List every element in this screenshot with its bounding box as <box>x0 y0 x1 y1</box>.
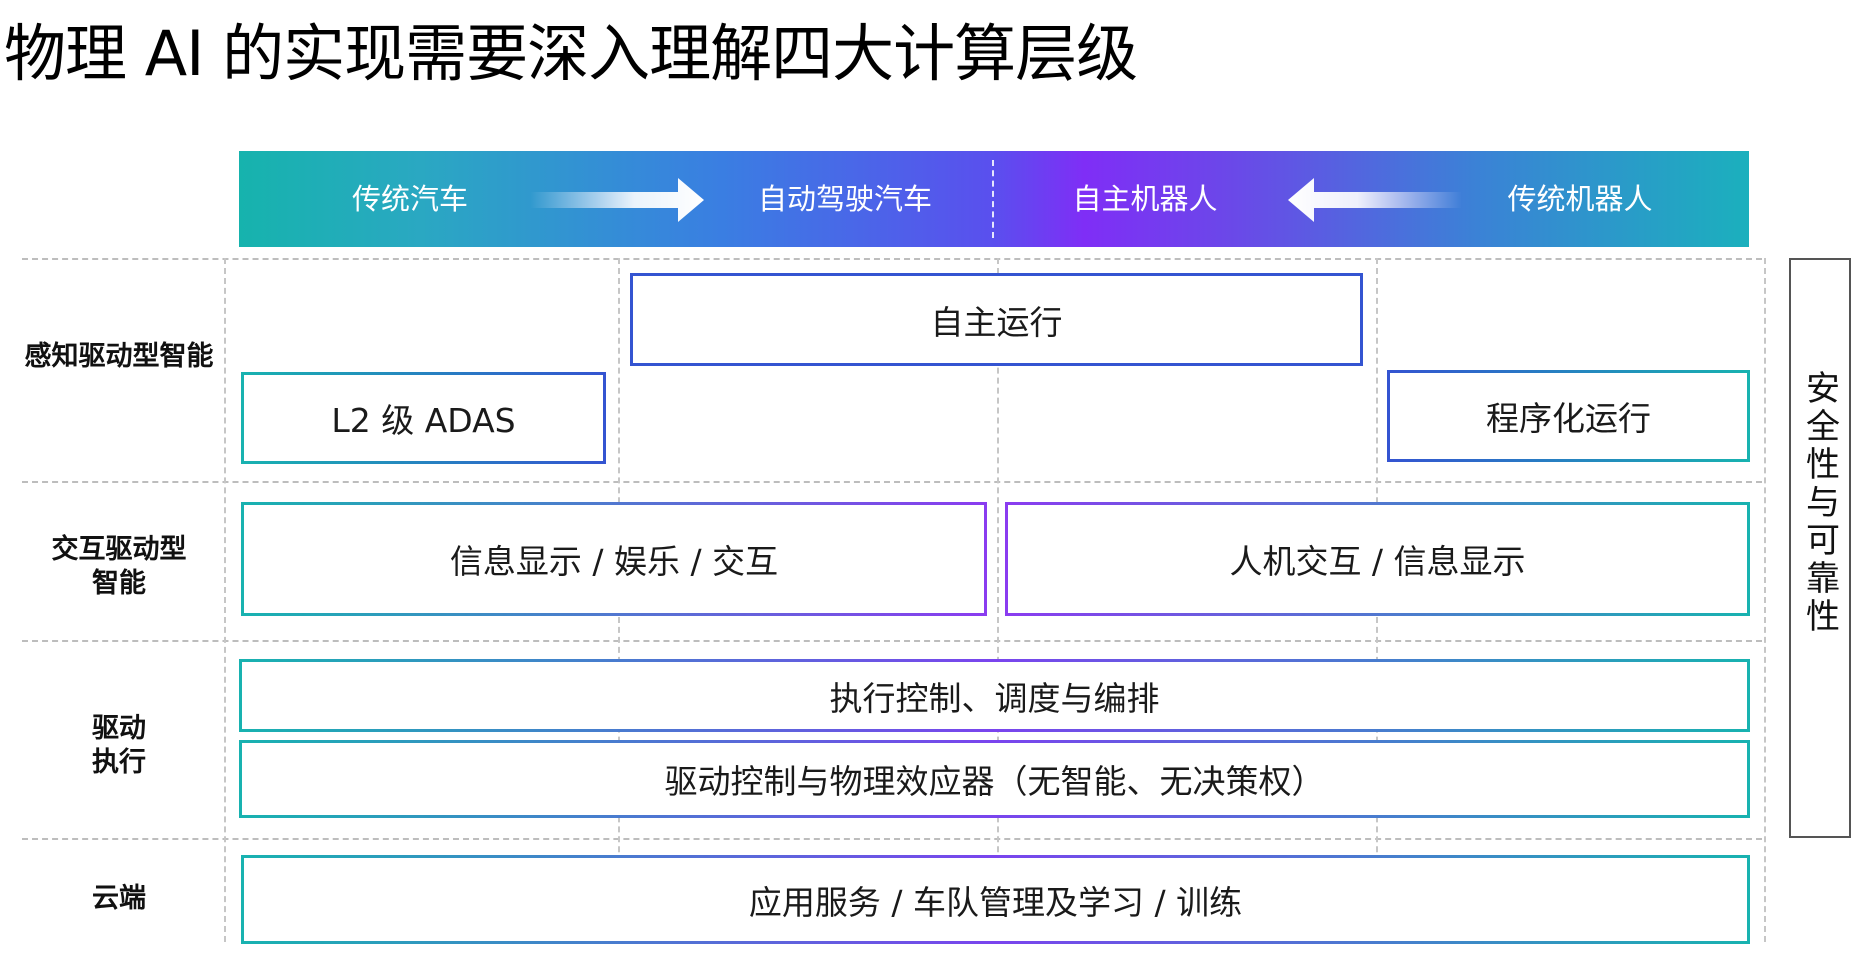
banner-traditional-robot: 传统机器人 <box>1507 182 1653 216</box>
box-programmed-operation-label: 程序化运行 <box>1486 399 1651 438</box>
box-actuator-control: 驱动控制与物理效应器（无智能、无决策权） <box>239 740 1750 818</box>
row-label-cloud: 云端 <box>92 883 146 914</box>
box-autonomous-operation-label: 自主运行 <box>930 302 1063 342</box>
box-cloud-services-label: 应用服务 / 车队管理及学习 / 训练 <box>748 882 1243 922</box>
box-actuator-control-label: 驱动控制与物理效应器（无智能、无决策权） <box>664 762 1325 801</box>
row-label-interaction-line1: 交互驱动型 <box>51 534 187 565</box>
grid-line <box>1764 258 1766 942</box>
box-programmed-operation: 程序化运行 <box>1387 370 1750 462</box>
row-label-actuation-line2: 执行 <box>92 747 146 778</box>
grid-line <box>22 481 1762 483</box>
banner-autonomous-car: 自动驾驶汽车 <box>757 182 932 216</box>
box-l2-adas-label: L2 级 ADAS <box>331 401 516 440</box>
banner-traditional-car: 传统汽车 <box>351 182 468 216</box>
box-hmi-label: 人机交互 / 信息显示 <box>1229 542 1526 581</box>
safety-reliability-box: 安全性与可靠性 <box>1789 258 1851 838</box>
banner-autonomous-robot: 自主机器人 <box>1072 182 1218 216</box>
safety-reliability-label: 安全性与可靠性 <box>1799 370 1840 636</box>
banner-divider <box>992 160 994 238</box>
arrow-left-icon <box>1288 178 1462 222</box>
grid-line <box>997 258 999 942</box>
box-execution-control-label: 执行控制、调度与编排 <box>829 678 1160 718</box>
box-infotainment-label: 信息显示 / 娱乐 / 交互 <box>449 542 779 581</box>
box-infotainment: 信息显示 / 娱乐 / 交互 <box>241 502 987 616</box>
box-hmi: 人机交互 / 信息显示 <box>1005 502 1750 616</box>
progression-banner <box>239 151 1749 247</box>
row-label-interaction: 交互驱动型 智能 <box>14 533 224 601</box>
grid-line <box>22 258 1762 260</box>
box-cloud-services: 应用服务 / 车队管理及学习 / 训练 <box>241 855 1750 944</box>
box-l2-adas: L2 级 ADAS <box>241 372 606 464</box>
box-autonomous-operation: 自主运行 <box>630 273 1363 366</box>
arrow-right-icon <box>530 178 704 222</box>
row-label-perception: 感知驱动型智能 <box>24 341 214 372</box>
grid-line <box>224 258 226 942</box>
grid-line <box>22 838 1762 840</box>
row-label-actuation-line1: 驱动 <box>92 713 146 744</box>
grid-line <box>22 640 1762 642</box>
row-label-actuation: 驱动 执行 <box>14 712 224 780</box>
row-label-interaction-line2: 智能 <box>92 568 146 599</box>
page-title: 物理 AI 的实现需要深入理解四大计算层级 <box>4 17 1138 90</box>
box-execution-control: 执行控制、调度与编排 <box>239 659 1750 732</box>
